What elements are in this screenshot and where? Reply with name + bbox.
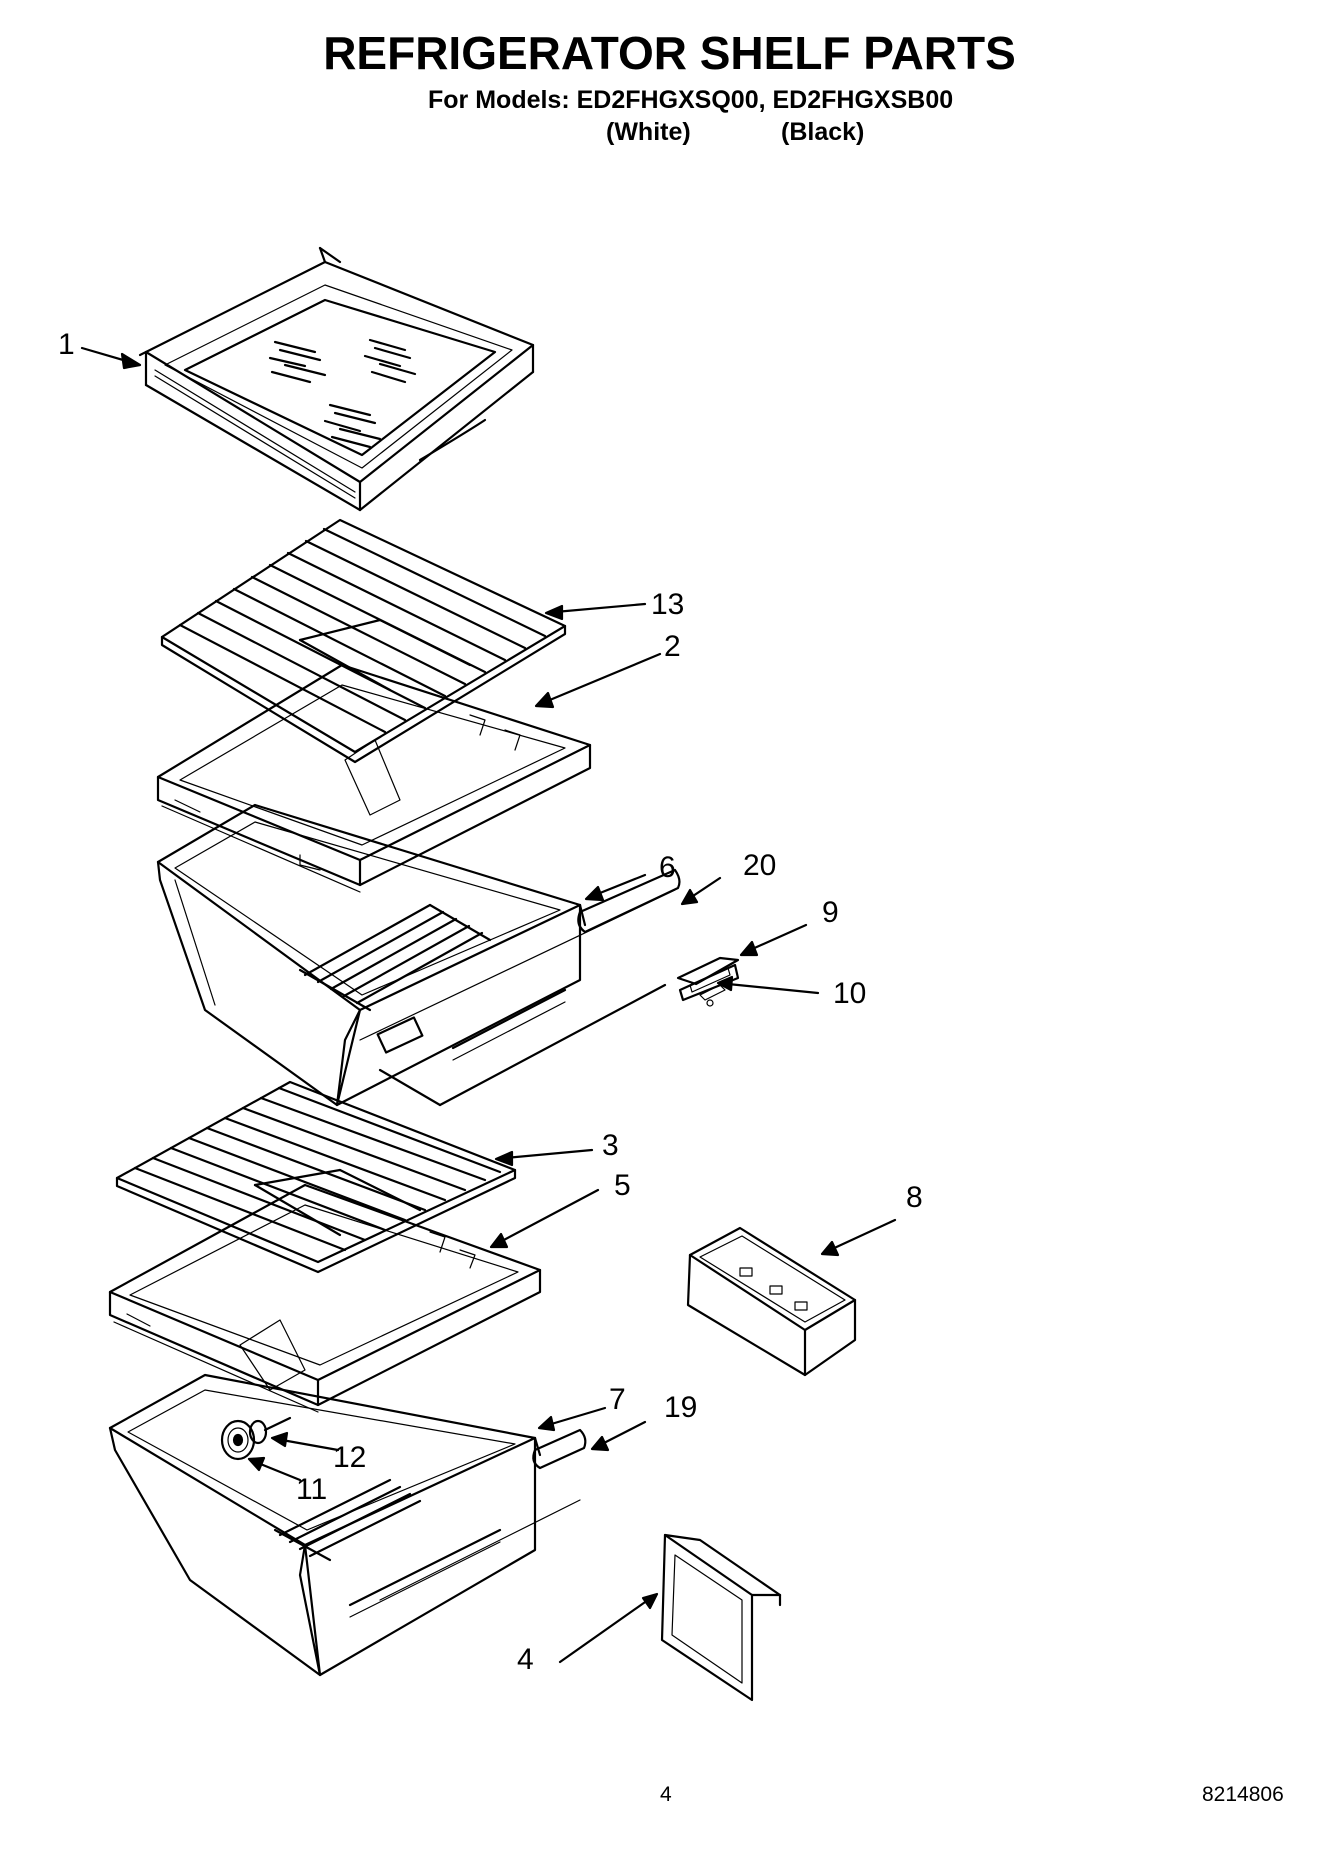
variant-black-label: (Black) [781, 118, 865, 146]
document-number: 8214806 [1202, 1783, 1284, 1806]
part-19-lower-drawer-rail [379, 1428, 587, 1601]
parts-11-12-humidity-control [220, 1416, 292, 1461]
part-2-cover-frame [156, 663, 592, 893]
parts-9-10-label-holders [676, 956, 740, 1007]
callout-20: 20 [743, 849, 777, 882]
callout-1: 1 [58, 328, 75, 361]
callout-12: 12 [333, 1441, 367, 1474]
callout-2: 2 [664, 630, 681, 663]
variant-white-label: (White) [606, 118, 691, 146]
part-5-lower-cover-frame [108, 1183, 542, 1413]
callout-leader-lines [80, 346, 897, 1664]
callout-19: 19 [664, 1391, 698, 1424]
callout-5: 5 [614, 1169, 631, 1202]
callout-11: 11 [296, 1473, 328, 1506]
callout-4: 4 [517, 1643, 534, 1676]
part-13-crisper-cover [160, 518, 567, 764]
page-title: REFRIGERATOR SHELF PARTS [323, 27, 1016, 79]
part-8-storage-bin [686, 1226, 857, 1377]
callout-6: 6 [659, 851, 676, 884]
page-number: 4 [660, 1783, 672, 1806]
models-line: For Models: ED2FHGXSQ00, ED2FHGXSB00 [428, 86, 954, 114]
callout-13: 13 [651, 588, 685, 621]
part-1-top-shelf [138, 246, 535, 512]
part-20-drawer-rail [359, 868, 681, 1107]
part-6-upper-crisper-drawer [156, 739, 587, 1107]
part-3-lower-crisper-cover [115, 1080, 517, 1274]
callout-3: 3 [602, 1129, 619, 1162]
callout-8: 8 [906, 1181, 923, 1214]
callout-7: 7 [609, 1383, 626, 1416]
callout-9: 9 [822, 896, 839, 929]
callout-10: 10 [833, 977, 867, 1010]
part-7-lower-crisper-drawer [108, 1319, 542, 1677]
part-4-drawer-bracket [660, 1533, 782, 1702]
